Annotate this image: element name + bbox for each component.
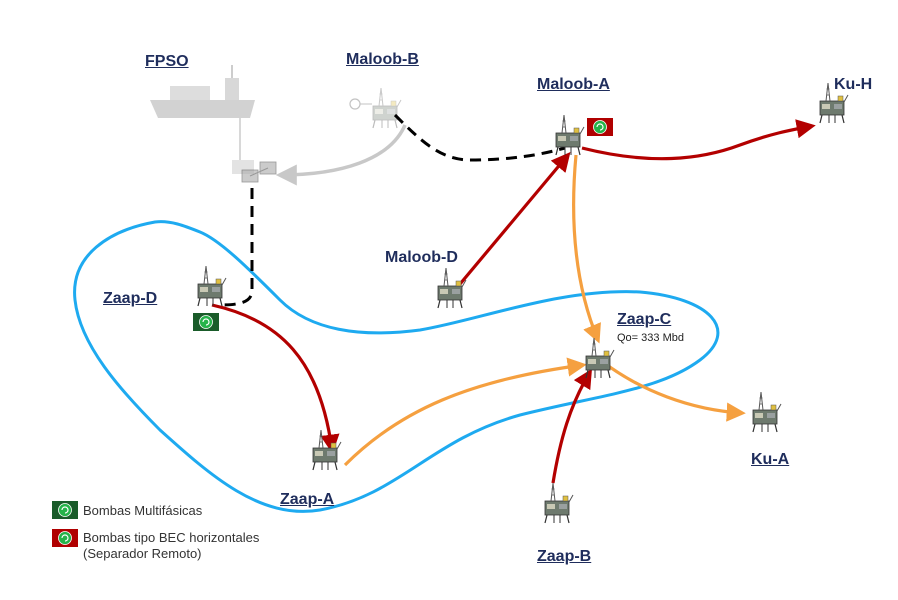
loop-boundary	[73, 220, 720, 513]
label-ku-a: Ku-A	[751, 451, 790, 468]
label-maloob-b: Maloob-B	[346, 51, 419, 68]
dashed-line-maloob	[393, 113, 566, 162]
maloob-b-buoy-icon	[349, 98, 372, 110]
red-flow-zaap-b-to-zaap-c	[551, 368, 592, 484]
label-maloob-a: Maloob-A	[537, 76, 610, 93]
label-maloob-d: Maloob-D	[385, 249, 458, 266]
legend-bec-label-line2: (Separador Remoto)	[83, 546, 202, 561]
legend-multiphase-icon	[51, 500, 79, 520]
zaap-a-platform-icon	[312, 429, 342, 471]
red-flow-maloob-a-to-ku-h	[581, 119, 816, 161]
multiphase-pump-icon-zaap-d	[192, 312, 220, 332]
subsea-manifold-icon	[241, 161, 277, 183]
zaap-b-platform-icon	[544, 482, 574, 524]
fpso-ship-icon	[150, 65, 255, 174]
label-ku-h: Ku-H	[834, 76, 873, 93]
legend-multiphase-label: Bombas Multifásicas	[83, 503, 203, 518]
red-flow-zaap-d-to-zaap-a	[211, 303, 340, 454]
orange-flow-zaap-a-to-zaap-c	[343, 357, 587, 467]
orange-flow-zaap-c-to-ku-a	[602, 360, 746, 422]
label-zaap-b: Zaap-B	[537, 548, 592, 565]
red-flow-maloob-d-to-maloob-a	[453, 152, 571, 292]
label-zaap-c: Zaap-C	[617, 311, 672, 328]
gray-flow-line	[275, 124, 407, 186]
label-fpso: FPSO	[145, 53, 189, 70]
zaap-d-platform-icon	[197, 265, 227, 307]
zaap-c-platform-icon	[585, 337, 615, 379]
dashed-line-zaap-d	[219, 188, 254, 307]
label-zaap-d: Zaap-D	[103, 290, 158, 307]
legend-bec-icon	[51, 528, 79, 548]
maloob-d-platform-icon	[437, 267, 467, 309]
bec-pump-icon-maloob-a	[586, 117, 614, 137]
orange-flow-maloob-a-to-zaap-c	[572, 154, 601, 344]
maloob-b-platform-icon	[372, 87, 402, 129]
zaap-c-flow-note: Qo= 333 Mbd	[617, 332, 684, 344]
legend-bec-label-line1: Bombas tipo BEC horizontales	[83, 530, 260, 545]
label-zaap-a: Zaap-A	[280, 491, 335, 508]
ku-a-platform-icon	[752, 391, 782, 433]
